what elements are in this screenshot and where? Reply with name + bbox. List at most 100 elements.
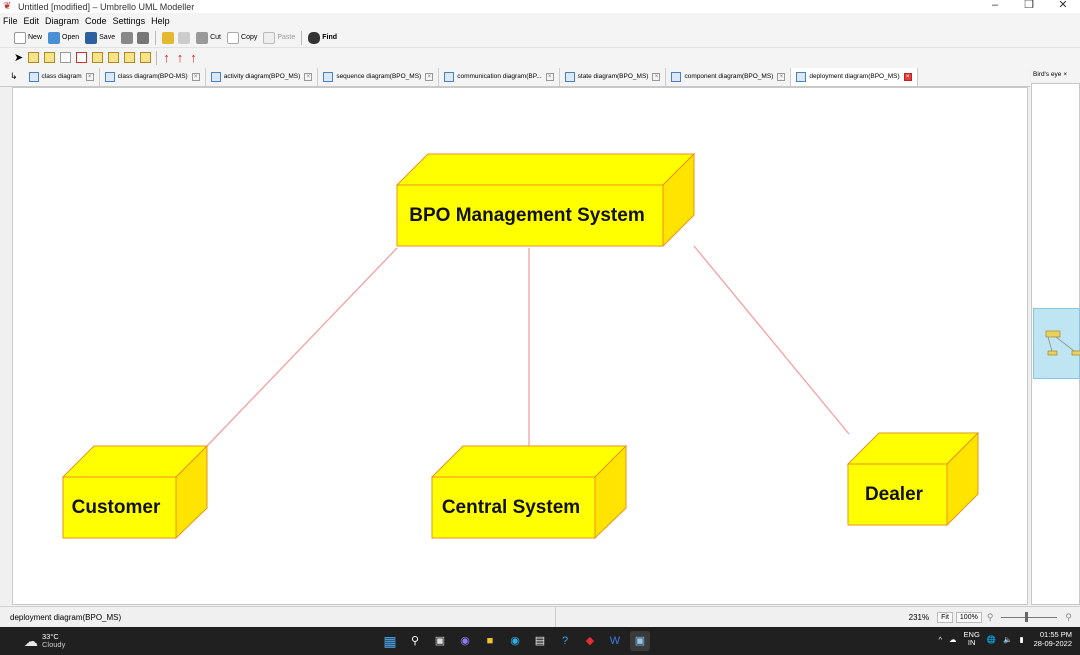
panel-close-icon[interactable]: × [1063,71,1068,78]
tab-state-diagram[interactable]: state diagram(BPO_MS) × [560,67,667,86]
print-preview-icon[interactable] [137,31,150,44]
battery-icon[interactable]: ▮ [1019,634,1024,644]
menu-code[interactable]: Code [85,15,107,26]
network-icon[interactable]: 🌐 [986,634,997,644]
node-central-system[interactable]: Central System [430,444,628,540]
word-icon[interactable]: W [609,635,621,647]
zoom-slider[interactable] [1001,611,1058,622]
paste-button[interactable]: Paste [263,31,296,44]
open-label: Open [62,34,80,41]
tab-close-icon[interactable]: × [903,72,912,81]
link-main-customer[interactable] [206,247,398,447]
help-icon[interactable]: ? [561,635,569,647]
diagram-icon [104,71,115,82]
node-customer[interactable]: Customer [61,444,209,540]
clock[interactable]: 01:55 PM 28-09-2022 [1034,630,1072,648]
deployment-diagram: BPO Management System Customer Central S… [61,152,980,540]
generalization-arrow-icon[interactable]: ↑ [190,50,197,65]
artifact-tool-icon[interactable] [108,52,120,63]
node-label-main: BPO Management System [409,205,644,226]
store-icon[interactable]: ▤ [534,635,546,647]
edge-browser-icon[interactable]: ◉ [510,635,520,647]
select-cursor-icon[interactable]: ➤ [14,52,24,64]
paste-label: Paste [277,34,296,41]
birdseye-panel[interactable] [1031,83,1080,605]
zoom-100-button[interactable]: 100% [955,611,982,623]
tab-class-diagram[interactable]: class diagram × [24,67,100,86]
zoom-in-icon[interactable]: ⚲ [1065,611,1072,622]
zoom-out-icon[interactable]: ⚲ [986,611,994,622]
node-tool-icon[interactable] [28,52,40,63]
open-button[interactable]: Open [48,31,80,44]
tab-class-diagram-bpo-ms[interactable]: class diagram(BPO-MS) × [100,67,206,86]
zoom-fit-button[interactable]: Fit [937,611,953,623]
teams-chat-icon[interactable]: ◉ [460,635,470,647]
diagram-icon [671,71,682,82]
search-icon[interactable]: ⚲ [410,635,420,647]
tab-close-icon[interactable]: × [652,72,661,81]
box-tool-icon[interactable] [76,52,88,63]
diagram-canvas[interactable]: BPO Management System Customer Central S… [12,87,1028,605]
association-arrow-icon[interactable]: ↑ [176,50,184,65]
task-view-icon[interactable]: ▣ [434,635,446,647]
find-button[interactable]: Find [308,31,337,44]
menu-diagram[interactable]: Diagram [45,15,80,26]
cut-button[interactable]: Cut [196,31,221,44]
umbrello-task-icon[interactable]: ▣ [630,631,650,651]
tab-activity-diagram[interactable]: activity diagram(BPO_MS) × [206,67,319,86]
tab-close-icon[interactable]: × [545,72,554,81]
interface-tool-icon[interactable] [124,52,136,63]
component-tool-icon[interactable] [44,52,56,63]
tab-close-icon[interactable]: × [191,72,200,81]
main-toolbar: New Open Save Cut Copy Paste Find [0,28,1080,48]
undo-icon[interactable] [162,31,175,44]
windows-start-icon[interactable]: ▦ [383,633,397,649]
node-dealer[interactable]: Dealer [846,431,980,527]
tab-communication-diagram[interactable]: communication diagram(BP... × [439,67,560,86]
tab-component-diagram[interactable]: component diagram(BPO_MS) × [666,67,792,86]
copy-button[interactable]: Copy [227,31,257,44]
clock-date: 28-09-2022 [1033,639,1072,648]
tab-label: component diagram(BPO_MS) [684,73,774,80]
cloud-sync-icon[interactable]: ☁ [949,634,957,644]
tab-sequence-diagram[interactable]: sequence diagram(BPO_MS) × [318,67,440,86]
mcafee-icon[interactable]: ◆ [585,635,595,647]
redo-icon[interactable] [178,31,191,44]
tab-close-icon[interactable]: × [777,72,786,81]
tab-deployment-diagram[interactable]: deployment diagram(BPO_MS) × [791,67,918,86]
tab-close-icon[interactable]: × [304,72,313,81]
tab-close-icon[interactable]: × [85,72,94,81]
restore-button[interactable]: ❐ [1024,0,1034,11]
birdseye-viewport[interactable] [1033,308,1080,379]
zoom-level: 231% [908,612,930,622]
menu-help[interactable]: Help [151,15,170,26]
tab-label: communication diagram(BP... [457,73,542,80]
text-tool-icon[interactable] [92,52,104,63]
menu-settings[interactable]: Settings [112,15,146,26]
tab-close-icon[interactable]: × [425,72,434,81]
new-tab-icon[interactable]: ↳ [10,71,18,81]
zoom-slider-thumb[interactable] [1025,611,1029,622]
file-explorer-icon[interactable]: ■ [486,635,494,647]
volume-icon[interactable]: 🔈 [1003,634,1013,644]
menu-edit[interactable]: Edit [23,15,40,26]
zoom-controls: 231% Fit 100% ⚲ ⚲ [908,611,1080,623]
chevron-up-icon[interactable]: ^ [938,634,943,644]
note-tool-icon[interactable] [60,52,72,63]
tab-label: sequence diagram(BPO_MS) [336,73,422,80]
minimize-button[interactable]: – [991,0,999,11]
weather-widget[interactable]: ☁ 33°C Cloudy [24,632,65,650]
print-icon[interactable] [121,31,134,44]
diagram-icon [796,71,807,82]
scissors-icon [196,31,209,44]
new-button[interactable]: New [14,31,42,44]
close-button[interactable]: ✕ [1058,0,1068,11]
node-bpo-management-system[interactable]: BPO Management System [395,152,696,248]
window-title: Untitled [modified] – Umbrello UML Model… [18,1,195,12]
dependency-arrow-icon[interactable]: ↑ [163,50,170,65]
language-indicator[interactable]: ENG IN [964,630,980,648]
package-tool-icon[interactable] [140,52,152,63]
link-main-dealer[interactable] [693,245,850,435]
save-button[interactable]: Save [85,31,115,44]
menu-file[interactable]: File [3,15,18,26]
